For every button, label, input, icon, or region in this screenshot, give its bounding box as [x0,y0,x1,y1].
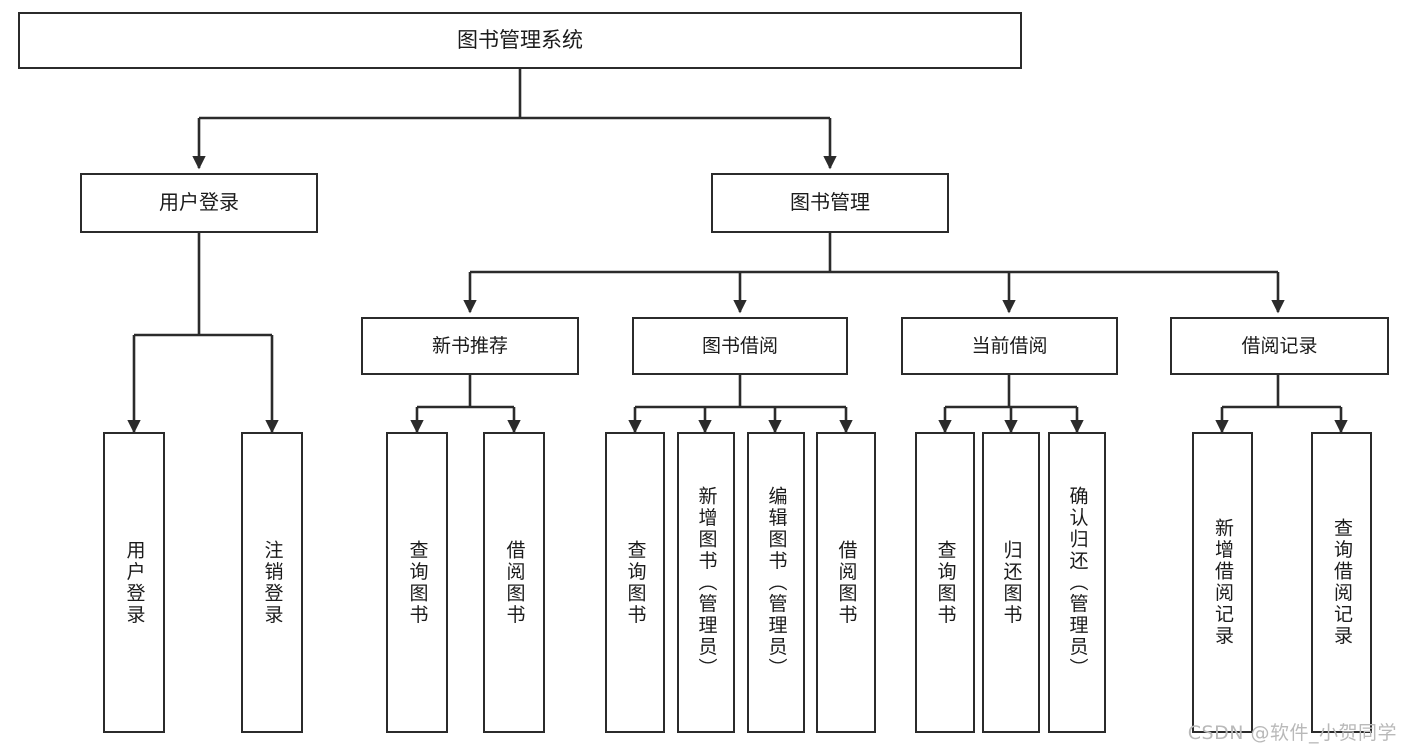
node-book-borrow[interactable]: 图书借阅 [632,317,848,375]
node-label: 借阅记录 [1241,334,1318,357]
node-borrow-record[interactable]: 借阅记录 [1170,317,1389,375]
node-user-login[interactable]: 用户登录 [80,173,318,233]
node-label: 编辑图书（管理员） [765,485,788,680]
node-label: 图书管理 [790,190,870,215]
node-label: 查询图书 [934,539,957,626]
node-label: 图书借阅 [701,334,778,357]
node-label: 归还图书 [1000,539,1023,626]
node-leaf-query-book-2[interactable]: 查询图书 [605,432,665,733]
node-root-system[interactable]: 图书管理系统 [18,12,1022,69]
node-label: 确认归还（管理员） [1066,485,1089,680]
node-book-management[interactable]: 图书管理 [711,173,949,233]
node-leaf-query-book-1[interactable]: 查询图书 [386,432,448,733]
node-leaf-confirm-return[interactable]: 确认归还（管理员） [1048,432,1106,733]
node-current-borrow[interactable]: 当前借阅 [901,317,1118,375]
node-leaf-add-borrow-record[interactable]: 新增借阅记录 [1192,432,1253,733]
node-label: 当前借阅 [971,334,1048,357]
csdn-watermark: CSDN @软件_小贺同学 [1187,722,1397,744]
node-label: 新增图书（管理员） [695,485,718,680]
node-leaf-query-book-3[interactable]: 查询图书 [915,432,975,733]
node-label: 新书推荐 [431,334,508,357]
node-leaf-add-book[interactable]: 新增图书（管理员） [677,432,735,733]
node-new-book-recommend[interactable]: 新书推荐 [361,317,579,375]
node-label: 查询图书 [406,539,429,626]
node-leaf-query-borrow-record[interactable]: 查询借阅记录 [1311,432,1372,733]
node-label: 借阅图书 [503,539,526,626]
node-leaf-logout-login[interactable]: 注销登录 [241,432,303,733]
node-leaf-borrow-book-2[interactable]: 借阅图书 [816,432,876,733]
node-label: 用户登录 [123,539,146,626]
node-label: 新增借阅记录 [1212,518,1234,647]
node-leaf-user-login[interactable]: 用户登录 [103,432,165,733]
node-label: 图书管理系统 [457,28,583,53]
node-leaf-borrow-book-1[interactable]: 借阅图书 [483,432,545,733]
node-label: 查询借阅记录 [1331,518,1353,647]
node-leaf-return-book[interactable]: 归还图书 [982,432,1040,733]
node-leaf-edit-book[interactable]: 编辑图书（管理员） [747,432,805,733]
node-label: 用户登录 [159,190,239,215]
node-label: 注销登录 [261,539,284,626]
node-label: 借阅图书 [835,539,858,626]
node-label: 查询图书 [624,539,647,626]
